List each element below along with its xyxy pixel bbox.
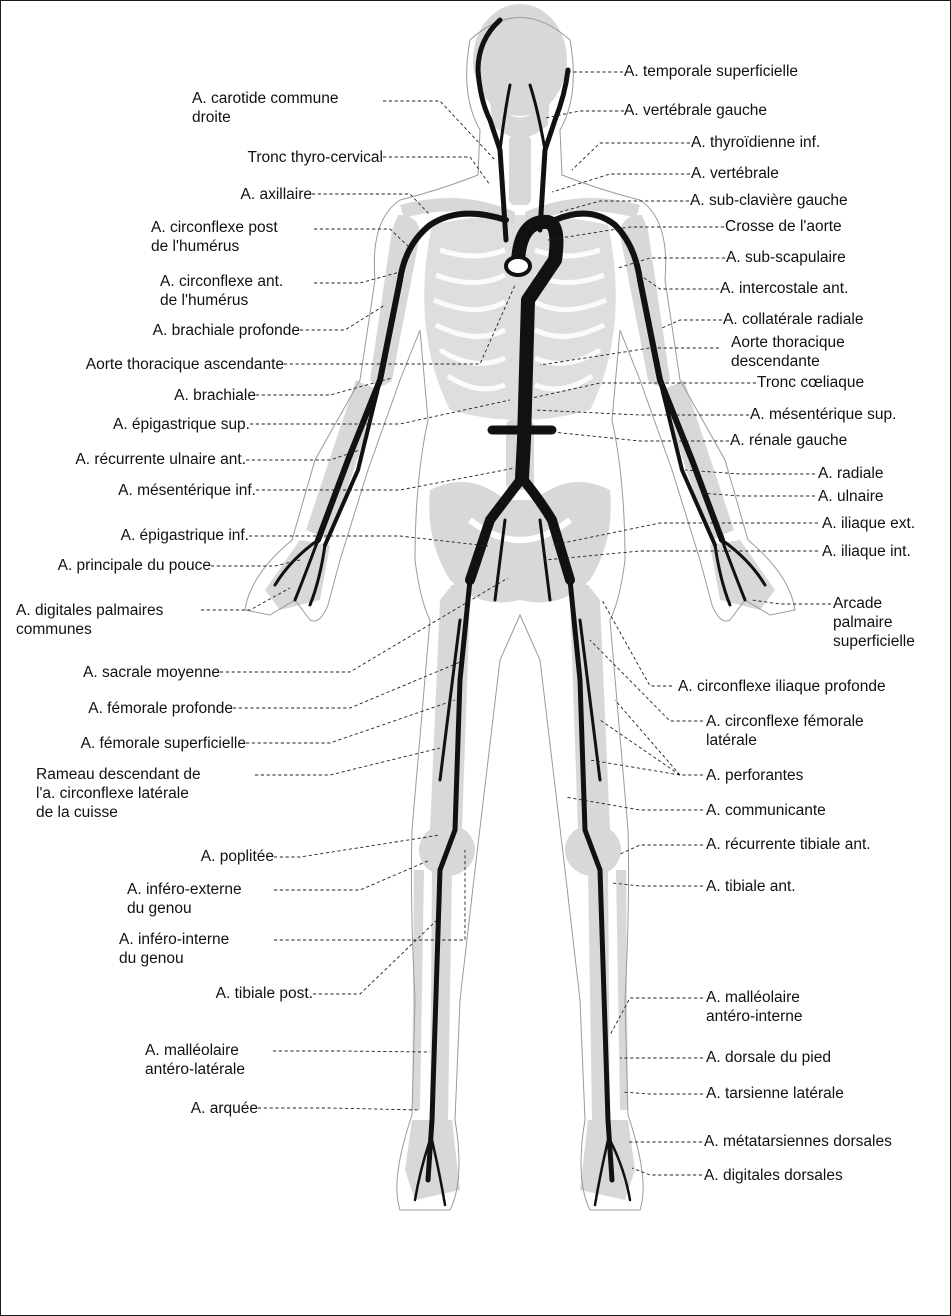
- label-communicante: A. communicante: [706, 801, 826, 820]
- label-dig-dors: A. digitales dorsales: [704, 1166, 843, 1185]
- label-collat: A. collatérale radiale: [723, 310, 863, 329]
- label-aorte-desc: Aorte thoracique descendante: [731, 333, 845, 371]
- label-mall-lat: A. malléolaire antéro-latérale: [145, 1041, 245, 1079]
- label-recurr-tib: A. récurrente tibiale ant.: [706, 835, 871, 854]
- label-temporale: A. temporale superficielle: [624, 62, 798, 81]
- label-brach-prof: A. brachiale profonde: [153, 321, 300, 340]
- label-circ-post: A. circonflexe post de l'humérus: [151, 218, 278, 256]
- label-arquee: A. arquée: [191, 1099, 258, 1118]
- label-dors-pied: A. dorsale du pied: [706, 1048, 831, 1067]
- label-epig-sup: A. épigastrique sup.: [113, 415, 250, 434]
- label-axillaire: A. axillaire: [241, 185, 313, 204]
- label-carotide: A. carotide commune droite: [192, 89, 338, 127]
- label-pouce: A. principale du pouce: [58, 556, 211, 575]
- label-metatars: A. métatarsiennes dorsales: [704, 1132, 892, 1151]
- label-tib-post: A. tibiale post.: [216, 984, 313, 1003]
- label-mes-sup: A. mésentérique sup.: [750, 405, 896, 424]
- skeleton: [265, 4, 775, 1200]
- label-circ-fem: A. circonflexe fémorale latérale: [706, 712, 864, 750]
- label-thyro-inf: A. thyroïdienne inf.: [691, 133, 820, 152]
- label-subscap: A. sub-scapulaire: [726, 248, 846, 267]
- label-tib-ant: A. tibiale ant.: [706, 877, 796, 896]
- label-fem-sup: A. fémorale superficielle: [81, 734, 246, 753]
- label-ulnaire: A. ulnaire: [818, 487, 883, 506]
- label-thyro: Tronc thyro-cervical: [247, 148, 383, 167]
- label-vert-g: A. vertébrale gauche: [624, 101, 767, 120]
- label-tarsienne: A. tarsienne latérale: [706, 1084, 844, 1103]
- label-inf-ext: A. inféro-externe du genou: [127, 880, 242, 918]
- label-inf-int: A. inféro-interne du genou: [119, 930, 229, 968]
- label-iliaque-ext: A. iliaque ext.: [822, 514, 915, 533]
- label-vert: A. vertébrale: [691, 164, 779, 183]
- label-intercost: A. intercostale ant.: [720, 279, 848, 298]
- label-iliaque-int: A. iliaque int.: [822, 542, 911, 561]
- label-circ-ant: A. circonflexe ant. de l'humérus: [160, 272, 283, 310]
- label-perforantes: A. perforantes: [706, 766, 803, 785]
- label-sacrale: A. sacrale moyenne: [83, 663, 220, 682]
- label-recurr-ulnaire: A. récurrente ulnaire ant.: [75, 450, 246, 469]
- label-circ-iliaque: A. circonflexe iliaque profonde: [678, 677, 886, 696]
- label-coeliaque: Tronc cœliaque: [757, 373, 864, 392]
- label-dig-palm: A. digitales palmaires communes: [16, 601, 163, 639]
- label-arcade: Arcade palmaire superficielle: [833, 594, 915, 651]
- label-renale: A. rénale gauche: [730, 431, 847, 450]
- label-aorte-asc: Aorte thoracique ascendante: [86, 355, 284, 374]
- label-fem-prof: A. fémorale profonde: [88, 699, 233, 718]
- label-mall-int: A. malléolaire antéro-interne: [706, 988, 803, 1026]
- label-epig-inf: A. épigastrique inf.: [121, 526, 249, 545]
- label-crosse: Crosse de l'aorte: [725, 217, 842, 236]
- label-poplitee: A. poplitée: [201, 847, 274, 866]
- label-subclav: A. sub-clavière gauche: [690, 191, 848, 210]
- label-brachiale: A. brachiale: [174, 386, 256, 405]
- label-rameau: Rameau descendant de l'a. circonflexe la…: [36, 765, 201, 822]
- label-radiale: A. radiale: [818, 464, 883, 483]
- label-mes-inf: A. mésentérique inf.: [118, 481, 256, 500]
